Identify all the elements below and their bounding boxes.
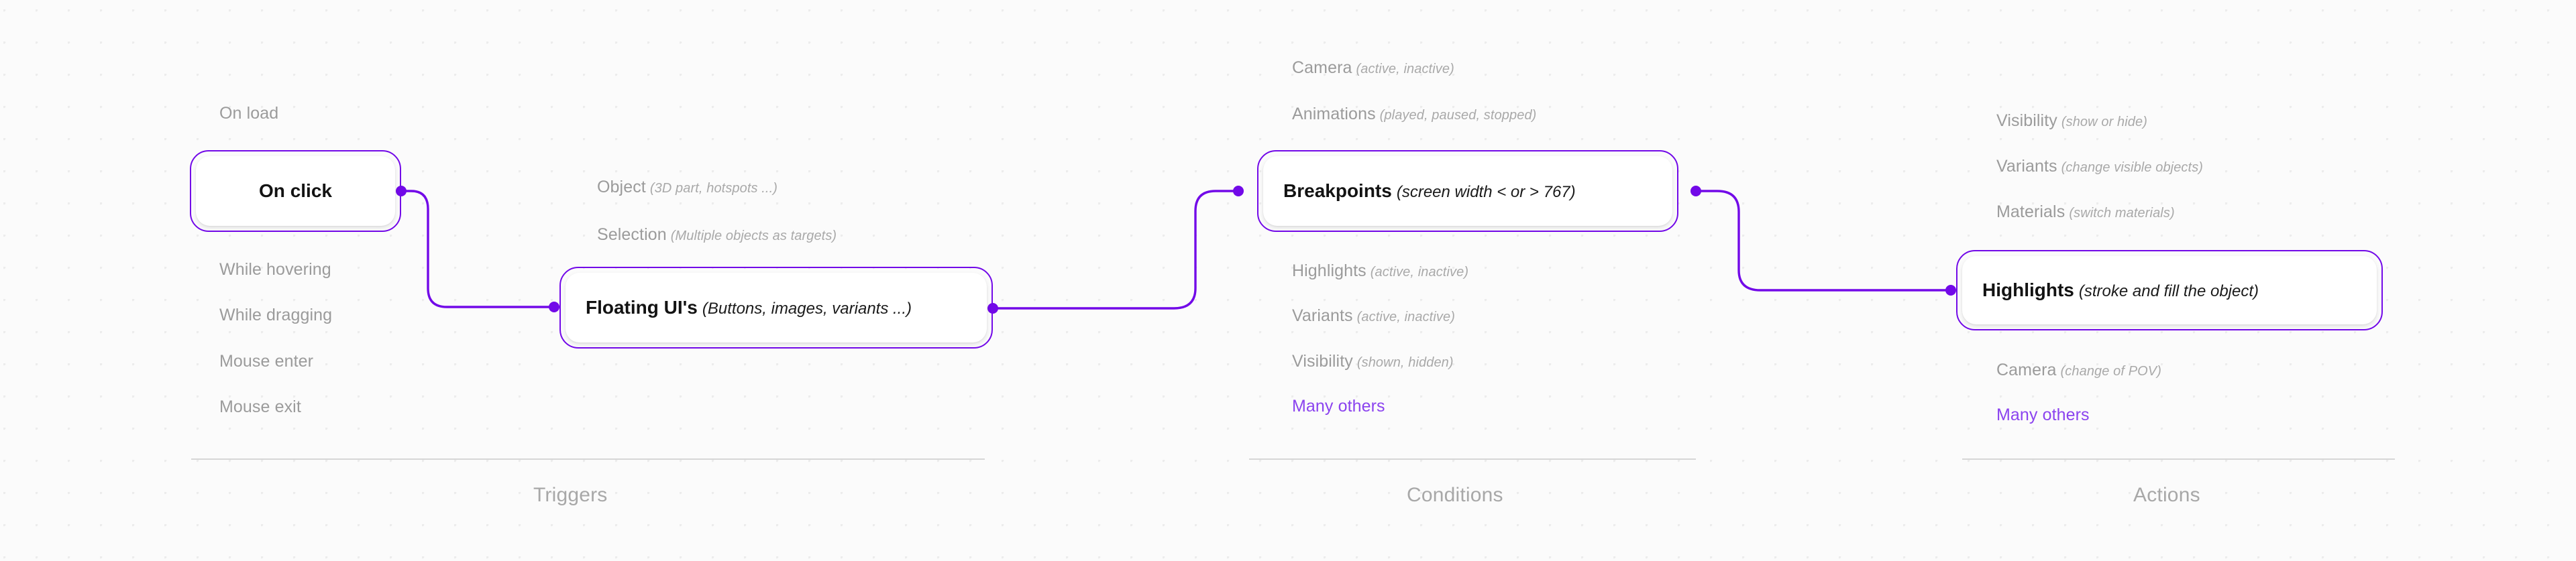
trigger-on-click-label: On click [259, 180, 332, 201]
trigger-mouse-enter-label: Mouse enter [219, 352, 314, 371]
action-highlights-text: Highlights(stroke and fill the object) [1982, 281, 2259, 300]
action-item-visibility[interactable]: Visibility (show or hide) [1996, 113, 2147, 129]
trigger-while-hovering-label: While hovering [219, 260, 331, 279]
condition-highlights-note: (active, inactive) [1370, 265, 1469, 279]
action-materials-label: Materials [1996, 202, 2065, 221]
trigger-item-while-hovering[interactable]: While hovering [219, 261, 331, 278]
action-item-variants[interactable]: Variants (change visible objects) [1996, 158, 2203, 175]
condition-animations-label: Animations [1292, 105, 1376, 123]
trigger-selection-note: (Multiple objects as targets) [670, 229, 837, 243]
condition-variants-note: (active, inactive) [1356, 310, 1455, 324]
action-variants-label: Variants [1996, 157, 2057, 176]
action-card-highlights-surface: Highlights(stroke and fill the object) [1962, 256, 2377, 324]
trigger-card-floating-ui[interactable]: Floating UI's(Buttons, images, variants … [559, 267, 993, 349]
condition-card-breakpoints[interactable]: Breakpoints(screen width < or > 767) [1257, 150, 1678, 232]
condition-item-animations[interactable]: Animations(played, paused, stopped) [1292, 106, 1536, 123]
trigger-selection-label: Selection [597, 225, 667, 244]
trigger-item-selection[interactable]: Selection(Multiple objects as targets) [597, 227, 837, 243]
action-item-camera[interactable]: Camera(change of POV) [1996, 362, 2161, 379]
condition-item-camera[interactable]: Camera (active, inactive) [1292, 60, 1454, 76]
trigger-floating-ui-text: Floating UI's(Buttons, images, variants … [586, 298, 912, 317]
condition-animations-note: (played, paused, stopped) [1379, 108, 1537, 123]
action-camera-note: (change of POV) [2060, 364, 2161, 379]
connector-dot-breakpoints-out [1690, 186, 1701, 196]
connector-dot-breakpoints-in [1233, 186, 1244, 196]
connector-breakpoints-to-highlights [1695, 190, 1952, 292]
condition-breakpoints-note: (screen width < or > 767) [1396, 183, 1576, 201]
condition-camera-note: (active, inactive) [1356, 62, 1454, 76]
trigger-while-dragging-label: While dragging [219, 306, 333, 324]
trigger-item-object[interactable]: Object(3D part, hotspots ...) [597, 179, 777, 196]
condition-visibility-label: Visibility [1292, 352, 1353, 371]
action-highlights-label: Highlights [1982, 279, 2074, 300]
action-item-many-others[interactable]: Many others [1996, 407, 2090, 424]
action-item-materials[interactable]: Materials (switch materials) [1996, 204, 2175, 221]
trigger-floating-ui-note: (Buttons, images, variants ...) [702, 300, 912, 318]
conditions-divider [1249, 458, 1696, 460]
action-visibility-note: (show or hide) [2061, 115, 2147, 129]
action-card-highlights[interactable]: Highlights(stroke and fill the object) [1956, 250, 2383, 330]
connector-dot-floatingui-in [549, 302, 559, 312]
condition-highlights-label: Highlights [1292, 261, 1366, 280]
trigger-item-mouse-enter[interactable]: Mouse enter [219, 353, 313, 370]
condition-variants-label: Variants [1292, 306, 1353, 325]
triggers-section-caption: Triggers [533, 484, 608, 506]
action-highlights-note: (stroke and fill the object) [2078, 282, 2259, 300]
trigger-item-mouse-exit[interactable]: Mouse exit [219, 399, 301, 416]
action-camera-label: Camera [1996, 361, 2057, 379]
condition-camera-label: Camera [1292, 58, 1352, 77]
condition-card-breakpoints-surface: Breakpoints(screen width < or > 767) [1263, 156, 1672, 226]
condition-breakpoints-text: Breakpoints(screen width < or > 767) [1283, 182, 1576, 200]
condition-many-others-label: Many others [1292, 397, 1385, 416]
trigger-object-label: Object [597, 178, 646, 196]
trigger-card-floating-ui-surface: Floating UI's(Buttons, images, variants … [566, 273, 987, 342]
trigger-object-note: (3D part, hotspots ...) [649, 181, 778, 196]
connector-onclick-to-floatingui [400, 190, 555, 308]
action-materials-note: (switch materials) [2069, 206, 2175, 221]
connector-floatingui-to-breakpoints [991, 190, 1240, 310]
trigger-card-on-click[interactable]: On click [190, 150, 401, 232]
action-many-others-label: Many others [1996, 406, 2090, 424]
trigger-item-while-dragging[interactable]: While dragging [219, 307, 332, 324]
condition-item-visibility[interactable]: Visibility(shown, hidden) [1292, 353, 1454, 370]
condition-item-variants[interactable]: Variants(active, inactive) [1292, 308, 1455, 324]
trigger-on-load-label: On load [219, 104, 279, 123]
trigger-card-on-click-surface: On click [196, 156, 395, 226]
actions-section-caption: Actions [2133, 484, 2200, 506]
actions-divider [1962, 458, 2395, 460]
conditions-section-caption: Conditions [1407, 484, 1503, 506]
action-variants-note: (change visible objects) [2061, 160, 2204, 175]
connector-dot-highlights-in [1945, 285, 1956, 296]
condition-visibility-note: (shown, hidden) [1356, 355, 1454, 370]
trigger-floating-ui-label: Floating UI's [586, 297, 698, 318]
condition-item-many-others[interactable]: Many others [1292, 398, 1385, 415]
condition-breakpoints-label: Breakpoints [1283, 180, 1392, 201]
condition-item-highlights[interactable]: Highlights (active, inactive) [1292, 263, 1468, 279]
triggers-divider [191, 458, 985, 460]
trigger-mouse-exit-label: Mouse exit [219, 397, 301, 416]
action-visibility-label: Visibility [1996, 111, 2057, 130]
trigger-on-click-text: On click [259, 182, 332, 200]
trigger-item-on-load[interactable]: On load [219, 105, 278, 122]
